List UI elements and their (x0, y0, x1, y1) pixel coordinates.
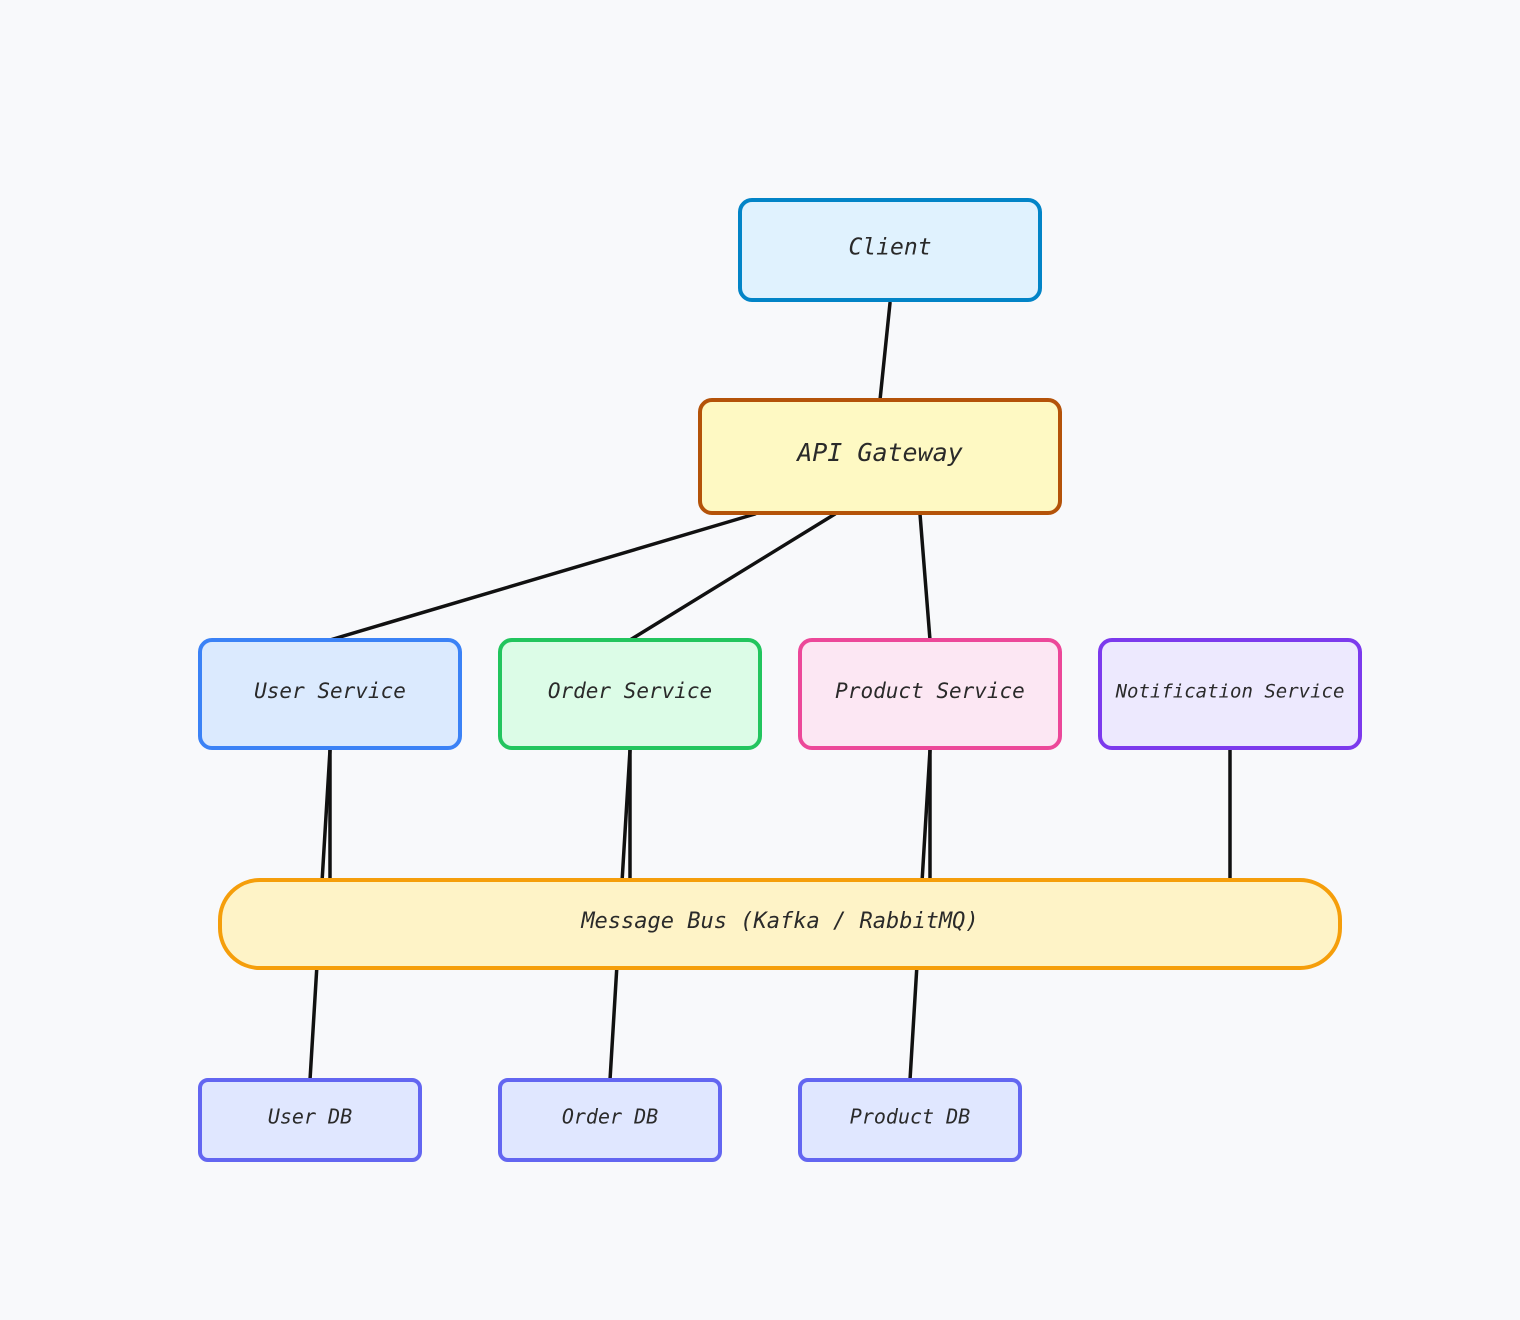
api-gateway-box (698, 398, 1062, 515)
edge-gateway-user-service (328, 512, 757, 642)
edge-gateway-product-service (918, 512, 932, 642)
edge-gateway-order-service (628, 512, 837, 642)
product-db-label: Product DB (850, 1105, 970, 1129)
message-bus-node[interactable]: Message Bus (Kafka / RabbitMQ) (218, 878, 1342, 970)
product-service-node[interactable]: Product Service (798, 638, 1062, 750)
order-db-node[interactable]: Order DB (498, 1078, 722, 1162)
product-service-box (798, 638, 1062, 750)
product-service-label: Product Service (835, 679, 1025, 703)
notification-service-box (1098, 638, 1362, 750)
product-db-node[interactable]: Product DB (798, 1078, 1022, 1162)
message-bus-box (218, 878, 1342, 970)
order-db-box (498, 1078, 722, 1162)
user-service-node[interactable]: User Service (198, 638, 462, 750)
user-service-box (198, 638, 462, 750)
message-bus-label: Message Bus (Kafka / RabbitMQ) (580, 909, 978, 934)
order-db-label: Order DB (562, 1105, 658, 1129)
api-gateway-node[interactable]: API Gateway (698, 398, 1062, 515)
api-gateway-label: API Gateway (795, 438, 963, 467)
user-db-node[interactable]: User DB (198, 1078, 422, 1162)
notification-service-node[interactable]: Notification Service (1098, 638, 1362, 750)
product-db-box (798, 1078, 1022, 1162)
user-db-box (198, 1078, 422, 1162)
order-service-node[interactable]: Order Service (498, 638, 762, 750)
user-db-label: User DB (268, 1105, 352, 1129)
notification-service-label: Notification Service (1115, 681, 1345, 703)
client-node[interactable]: Client (738, 198, 1042, 302)
edge-client-gateway (878, 301, 892, 402)
client-label: Client (848, 235, 931, 261)
order-service-box (498, 638, 762, 750)
order-service-label: Order Service (548, 679, 712, 703)
client-box (738, 198, 1042, 302)
user-service-label: User Service (254, 679, 406, 703)
